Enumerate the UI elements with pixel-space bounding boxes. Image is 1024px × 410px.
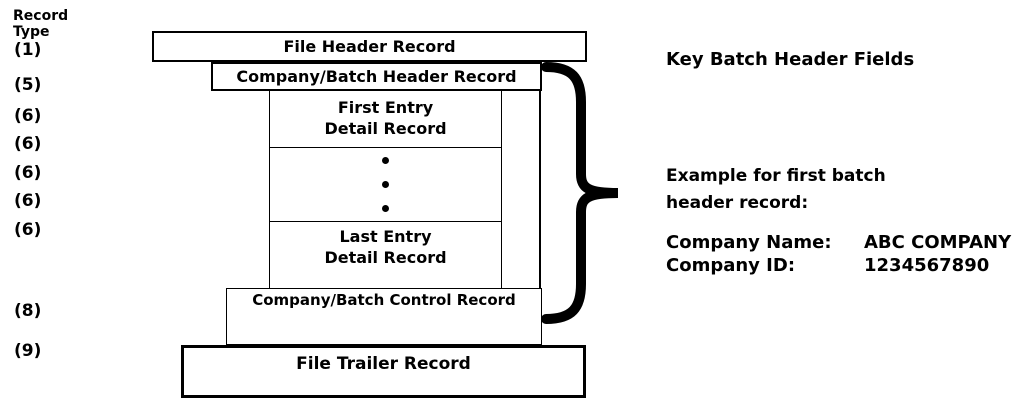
first-entry-detail-record-box: First Entry Detail Record <box>270 91 501 148</box>
ellipsis-dot <box>382 205 389 212</box>
entry-detail-column: First Entry Detail Record Last Entry Det… <box>269 91 502 288</box>
record-type-label: (6) <box>14 220 42 240</box>
example-caption-line2: header record: <box>666 193 809 213</box>
ellipsis-cell <box>270 148 501 222</box>
record-type-label: (6) <box>14 163 42 183</box>
file-trailer-record-box: File Trailer Record <box>181 345 586 398</box>
ellipsis-dot <box>382 181 389 188</box>
record-type-label: (6) <box>14 191 42 211</box>
batch-container-right-edge <box>539 91 541 288</box>
record-type-label: (1) <box>14 40 42 60</box>
curly-brace-icon <box>541 62 619 324</box>
company-batch-header-record-box: Company/Batch Header Record <box>211 62 542 91</box>
company-name-label: Company Name: <box>666 232 832 253</box>
record-type-label: (5) <box>14 75 42 95</box>
ellipsis-dot <box>382 157 389 164</box>
example-fields-table: Company Name: ABC COMPANY Company ID: 12… <box>666 231 1011 277</box>
last-entry-detail-record-box: Last Entry Detail Record <box>324 227 447 267</box>
record-type-header-line2: Type <box>13 24 50 40</box>
company-id-value: 1234567890 <box>864 255 990 276</box>
company-name-value: ABC COMPANY <box>864 232 1012 253</box>
record-type-label: (6) <box>14 134 42 154</box>
record-type-label: (9) <box>14 341 42 361</box>
record-type-header-line1: Record <box>13 8 69 24</box>
field-row-company-name: Company Name: ABC COMPANY <box>666 231 1011 254</box>
file-header-record-box: File Header Record <box>152 31 587 62</box>
company-batch-control-record-box: Company/Batch Control Record <box>226 288 542 345</box>
example-caption-line1: Example for first batch <box>666 166 886 186</box>
record-type-label: (6) <box>14 106 42 126</box>
company-id-label: Company ID: <box>666 255 796 276</box>
field-row-company-id: Company ID: 1234567890 <box>666 254 1011 277</box>
record-type-label: (8) <box>14 301 42 321</box>
key-batch-header-fields-title: Key Batch Header Fields <box>666 49 915 70</box>
